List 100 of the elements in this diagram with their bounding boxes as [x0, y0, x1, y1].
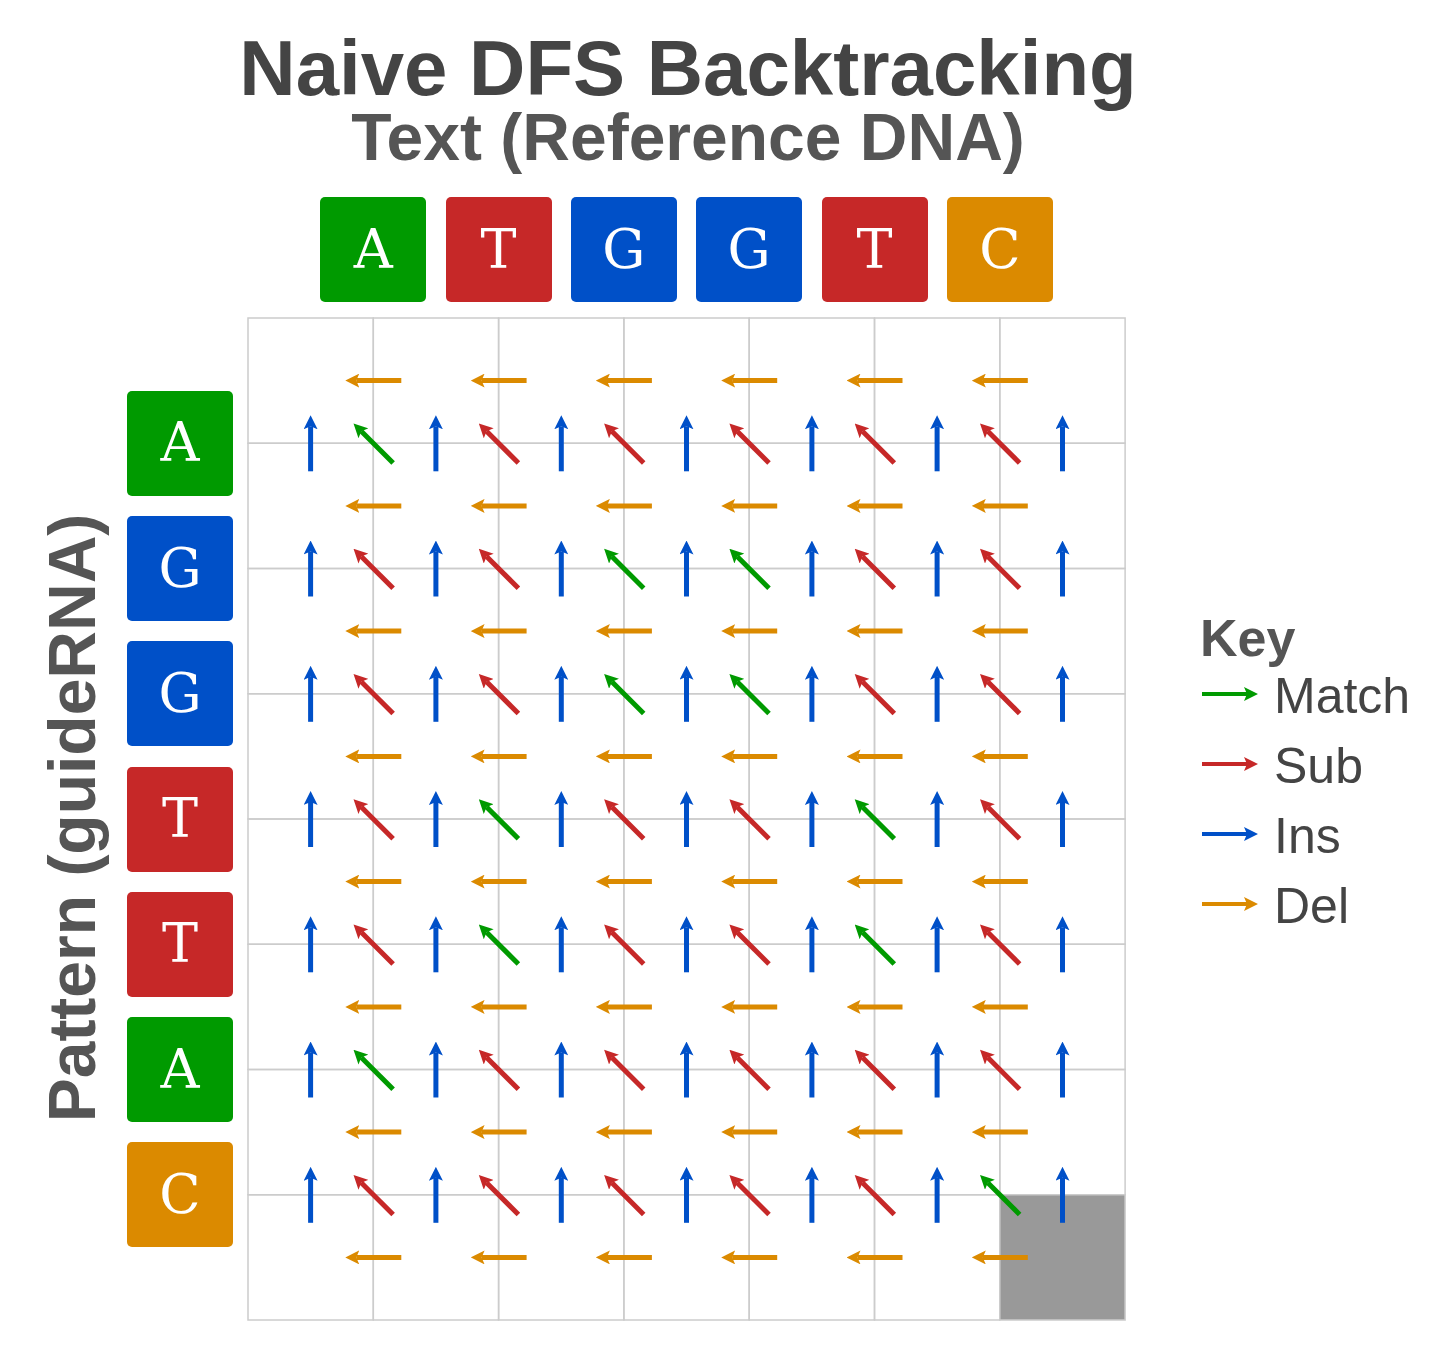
arrow [846, 1125, 903, 1140]
arrow [470, 1125, 527, 1140]
arrow [554, 540, 569, 597]
arrow [679, 665, 694, 722]
arrow [345, 624, 402, 639]
arrow [345, 498, 402, 513]
arrow [470, 373, 527, 388]
arrow [303, 916, 318, 973]
arrow [595, 999, 652, 1014]
arrow [846, 749, 903, 764]
arrow [930, 1166, 945, 1223]
arrow [721, 624, 778, 639]
arrow [595, 373, 652, 388]
arrow [804, 1041, 819, 1098]
legend-label: Match [1274, 671, 1411, 721]
legend-label: Ins [1274, 811, 1341, 861]
arrow [971, 624, 1028, 639]
arrow [1055, 665, 1070, 722]
arrow [345, 1250, 402, 1265]
arrow [721, 498, 778, 513]
letter-tile: G [570, 197, 677, 302]
arrow [846, 1250, 903, 1265]
arrow [345, 1125, 402, 1140]
letter-tile: T [127, 891, 233, 997]
arrow [804, 1166, 819, 1223]
arrow [729, 799, 771, 841]
arrow [595, 749, 652, 764]
arrow [1055, 791, 1070, 847]
arrow [303, 1166, 318, 1223]
arrow [428, 1166, 443, 1223]
arrow [303, 665, 318, 722]
arrow [428, 665, 443, 722]
arrow [554, 665, 569, 722]
arrow [428, 1041, 443, 1098]
arrow [721, 749, 778, 764]
arrow [846, 373, 903, 388]
arrow [303, 791, 318, 847]
arrow [930, 916, 945, 973]
letter-tile: G [127, 641, 233, 747]
arrow [428, 540, 443, 597]
arrow [595, 1125, 652, 1140]
arrow [595, 1250, 652, 1265]
arrow [721, 1125, 778, 1140]
arrow [1055, 415, 1070, 472]
legend-label: Sub [1274, 741, 1363, 791]
letter-tile: G [127, 516, 233, 621]
arrow [980, 799, 1022, 841]
arrow [353, 799, 395, 841]
arrow [721, 874, 778, 889]
arrow [679, 1166, 694, 1223]
arrow [554, 916, 569, 973]
arrow [854, 799, 897, 841]
letter-tile: A [127, 1017, 233, 1122]
letter-tile: C [946, 197, 1053, 302]
arrow [971, 874, 1028, 889]
arrow [846, 624, 903, 639]
arrow [595, 624, 652, 639]
grid-cell [372, 1194, 500, 1321]
arrow [303, 1041, 318, 1098]
arrow [804, 415, 819, 472]
grid-cell [999, 818, 1126, 945]
arrow [470, 498, 527, 513]
grid-cell [999, 943, 1126, 1071]
arrow [470, 999, 527, 1014]
arrow [303, 415, 318, 472]
arrow [428, 791, 443, 847]
arrow [428, 415, 443, 472]
arrow [971, 1125, 1028, 1140]
arrow [604, 799, 646, 841]
arrow [470, 1250, 527, 1265]
arrow [971, 373, 1028, 388]
arrow [345, 999, 402, 1014]
arrow [721, 1250, 778, 1265]
arrow [971, 498, 1028, 513]
arrow [846, 999, 903, 1014]
arrow [971, 749, 1028, 764]
arrow [1055, 916, 1070, 973]
arrow [554, 1041, 569, 1098]
arrow [470, 749, 527, 764]
arrow [345, 874, 402, 889]
grid-cell [247, 317, 375, 444]
grid-cell [497, 1194, 625, 1321]
arrow [971, 1250, 1028, 1265]
arrow [804, 791, 819, 847]
arrow [470, 624, 527, 639]
arrow [804, 916, 819, 973]
arrow [679, 1041, 694, 1098]
arrow [554, 1166, 569, 1223]
arrow [971, 999, 1028, 1014]
legend-label: Del [1274, 881, 1350, 931]
arrow [846, 874, 903, 889]
arrow [721, 999, 778, 1014]
arrow [804, 540, 819, 597]
arrow [595, 874, 652, 889]
letter-tile: C [127, 1142, 233, 1248]
letter-tile: T [127, 766, 233, 872]
letter-tile: A [320, 197, 427, 302]
arrow [554, 415, 569, 472]
arrow [470, 874, 527, 889]
arrow [721, 373, 778, 388]
